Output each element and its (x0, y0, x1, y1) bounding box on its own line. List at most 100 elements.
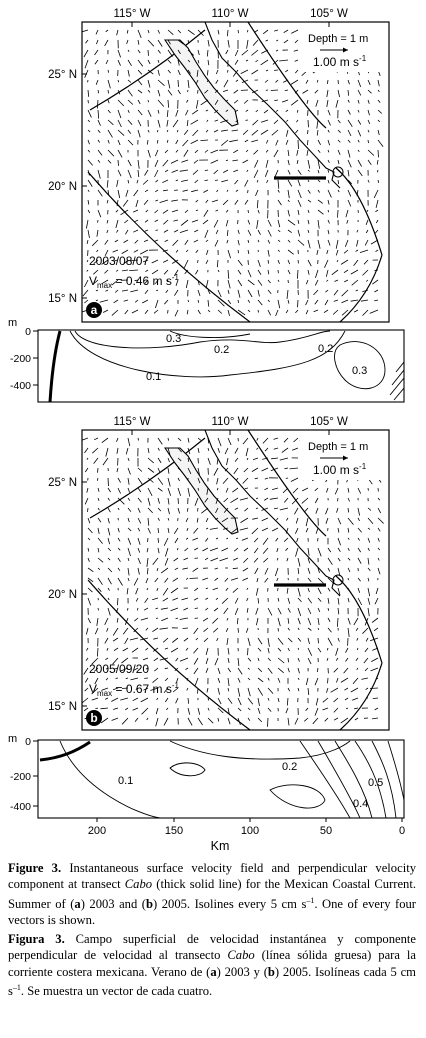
velocity-vector (163, 687, 169, 693)
velocity-vector (206, 79, 209, 83)
velocity-vector (255, 189, 259, 196)
velocity-vector (237, 677, 241, 683)
velocity-vector (113, 299, 119, 304)
velocity-vector (264, 567, 269, 575)
velocity-vector (197, 467, 200, 475)
velocity-vector (205, 109, 209, 112)
velocity-vector (166, 279, 169, 283)
section-x-tick: 50 (320, 825, 332, 837)
velocity-vector (177, 457, 182, 462)
velocity-vector (357, 527, 362, 533)
velocity-vector (356, 637, 359, 641)
velocity-vector (216, 637, 219, 642)
velocity-vector (204, 179, 209, 181)
velocity-vector (191, 109, 199, 115)
velocity-vector (147, 89, 151, 93)
velocity-vector (120, 667, 129, 672)
lon-tick-label: 115° W (114, 416, 151, 428)
velocity-vector (83, 707, 89, 712)
velocity-vector (352, 697, 359, 701)
velocity-vector (375, 209, 379, 213)
velocity-vector (97, 109, 100, 119)
velocity-vector (221, 547, 229, 552)
velocity-vector (194, 179, 199, 184)
velocity-vector (324, 259, 329, 268)
velocity-vector (327, 109, 331, 116)
velocity-vector (172, 239, 179, 246)
velocity-vector (307, 209, 310, 213)
velocity-vector (307, 597, 313, 604)
velocity-vector (273, 437, 279, 440)
velocity-vector (324, 717, 329, 722)
caption-text: . One of every four vectors is shown. (8, 897, 416, 928)
velocity-vector (355, 289, 359, 292)
velocity-vector (327, 557, 333, 565)
velocity-vector (214, 99, 219, 106)
velocity-vector (297, 647, 300, 650)
velocity-vector (217, 309, 223, 314)
velocity-vector (123, 239, 129, 243)
velocity-vector (212, 587, 219, 591)
velocity-vector (314, 707, 319, 716)
velocity-vector (337, 149, 341, 155)
velocity-vector (197, 279, 200, 286)
velocity-vector (291, 497, 299, 505)
velocity-vector (291, 29, 299, 34)
velocity-vector (106, 219, 109, 224)
velocity-vector (246, 29, 249, 33)
velocity-vector (231, 129, 239, 132)
velocity-vector (137, 477, 143, 485)
velocity-vector (97, 577, 103, 585)
velocity-vector (282, 487, 289, 494)
velocity-vector (307, 119, 309, 128)
velocity-vector (336, 677, 339, 683)
velocity-vector (305, 299, 309, 306)
velocity-vector (159, 627, 169, 630)
velocity-vector (171, 169, 179, 173)
velocity-vector (185, 517, 189, 522)
velocity-vector (193, 159, 199, 164)
velocity-vector (257, 239, 260, 243)
velocity-vector (256, 219, 259, 229)
velocity-vector (117, 527, 120, 533)
velocity-vector (255, 59, 259, 63)
velocity-vector (343, 667, 349, 674)
velocity-vector (375, 677, 379, 680)
velocity-vector (347, 139, 351, 143)
velocity-vector (173, 219, 179, 222)
velocity-vector (163, 219, 169, 225)
velocity-vector (295, 309, 299, 314)
velocity-vector (265, 139, 269, 144)
velocity-vector (367, 119, 371, 124)
velocity-vector (234, 447, 239, 454)
velocity-vector (277, 597, 280, 602)
panel-label-badge (86, 710, 102, 726)
velocity-vector (303, 507, 309, 513)
velocity-vector (367, 567, 371, 572)
velocity-vector (117, 109, 122, 119)
velocity-vector (164, 149, 169, 154)
section-panel-b: m 0 -200 -400 200 150 100 50 0 K (8, 733, 405, 853)
velocity-vector (117, 139, 121, 146)
velocity-vector (277, 657, 285, 664)
velocity-vector (262, 457, 269, 460)
velocity-vector (261, 517, 269, 522)
velocity-vector (94, 59, 99, 65)
velocity-vector (127, 139, 134, 146)
velocity-vector (214, 567, 219, 570)
velocity-vector (84, 299, 89, 304)
velocity-vector (127, 527, 132, 532)
velocity-vector (233, 89, 239, 94)
velocity-vector (252, 457, 259, 461)
velocity-vector (96, 477, 99, 481)
velocity-vector (181, 179, 189, 182)
velocity-vector (297, 299, 299, 308)
velocity-vector (137, 119, 142, 127)
velocity-vector (107, 477, 109, 487)
velocity-vector (163, 189, 169, 192)
velocity-vector (107, 577, 112, 585)
velocity-vector (327, 219, 330, 224)
velocity-vector (147, 507, 153, 514)
velocity-vector (144, 279, 149, 284)
velocity-vector (125, 677, 129, 680)
